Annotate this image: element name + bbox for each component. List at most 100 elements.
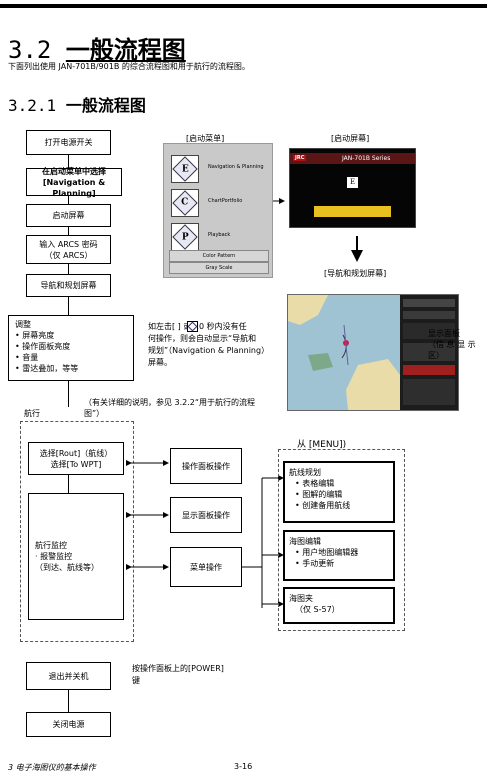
route-plan-item: • 表格编辑 xyxy=(295,479,335,488)
power-on-label: 打开电源开关 xyxy=(44,138,93,147)
arcs-line2: （仅 ARCS） xyxy=(44,250,93,260)
section-number: 3.2 xyxy=(8,36,52,64)
adjust-item: • 操作面板亮度 xyxy=(15,342,71,351)
monitor-line2: · 报警监控 xyxy=(35,552,73,561)
splash-warning-strip xyxy=(314,206,391,217)
start-menu-letter: P xyxy=(181,232,189,242)
connector xyxy=(68,155,69,168)
connector xyxy=(68,297,69,315)
footer-chapter: 3 电子海图仪的基本操作 xyxy=(8,763,96,772)
top-rule xyxy=(0,4,487,8)
start-menu-label: Navigation & Planning xyxy=(208,164,264,170)
exit-shutdown-box: 退出并关机 xyxy=(26,662,111,690)
adjust-item: • 音量 xyxy=(15,353,39,362)
start-menu-item-nav: E Navigation & Planning xyxy=(168,152,268,184)
chart-edit-item: • 用户地图编辑器 xyxy=(295,548,359,557)
chart-edit-box: 海图编辑 • 用户地图编辑器 • 手动更新 xyxy=(283,530,395,581)
chart-folder-title: 海图夹 xyxy=(289,594,313,603)
connector xyxy=(68,264,69,274)
display-panel-box: 显示面板操作 xyxy=(170,497,242,533)
op-panel-label: 操作面板操作 xyxy=(182,461,230,471)
route-plan-item: • 创建备用航线 xyxy=(295,501,351,510)
adjust-item: • 雷达叠加，等等 xyxy=(15,364,79,373)
section-title: 一般流程图 xyxy=(65,36,186,64)
display-panel-label-line2: （信 息 显 示 xyxy=(428,340,476,349)
splash-e-icon: E xyxy=(347,177,358,188)
menu-from-label: 从 [MENU]) xyxy=(297,440,347,450)
note-line4: 屏幕。 xyxy=(148,358,172,367)
power-off-box: 关闭电源 xyxy=(26,712,111,737)
nav-screen-box: 导航和规划屏幕 xyxy=(26,274,111,297)
connector xyxy=(68,475,69,493)
start-menu-item-playback: P Playback xyxy=(168,220,268,252)
detail-note-line2: 图”） xyxy=(84,409,105,418)
power-off-label: 关闭电源 xyxy=(52,720,85,729)
p-icon: P xyxy=(171,223,199,251)
jrc-logo: JRC xyxy=(293,155,307,161)
e-icon xyxy=(187,321,198,332)
intro-text: 下面列出使用 JAN-701B/901B 的综合流程图和用于航行的流程图。 xyxy=(8,62,250,71)
connector xyxy=(68,381,69,407)
subsection-number: 3.2.1 xyxy=(8,96,57,115)
arcs-line1: 输入 ARCS 密码 xyxy=(39,239,98,249)
monitor-box: 航行监控 · 报警监控 （到达、航线等） xyxy=(28,493,124,620)
power-note-line2: 键 xyxy=(132,676,140,685)
nav-chart-map xyxy=(288,295,458,410)
splash-label: 启动屏幕 xyxy=(52,211,85,220)
select-nav-line1: 在启动菜单中选择 xyxy=(42,166,106,176)
splash-banner xyxy=(290,153,415,164)
navigation-group xyxy=(20,421,134,642)
select-nav-line2: [Navigation & Planning] xyxy=(42,177,106,198)
display-panel-label-line1: 显示面板 xyxy=(428,329,460,338)
detail-note-line1: （有关详细的说明，参见 3.2.2“用于航行的流程 xyxy=(84,398,256,407)
subsection-title: 一般流程图 xyxy=(65,96,146,115)
note-line2: 何操作，则会自动显示“导航和 xyxy=(148,334,257,343)
display-panel-label-line3: 区） xyxy=(428,351,444,360)
exit-shutdown-label: 退出并关机 xyxy=(48,671,89,681)
start-menu-letter: C xyxy=(181,197,189,208)
monitor-title: 航行监控 xyxy=(35,541,67,550)
start-menu-screenshot: E Navigation & Planning C ChartPortfolio… xyxy=(163,143,273,278)
color-pattern-bar: Color Pattern xyxy=(169,250,269,262)
menu-op-label: 菜单操作 xyxy=(190,562,222,572)
gray-scale-bar: Gray Scale xyxy=(169,262,269,274)
adjust-item: • 屏幕亮度 xyxy=(15,331,55,340)
splash-box: 启动屏幕 xyxy=(26,204,111,227)
footer-page: 3-16 xyxy=(234,762,253,771)
splash-caption: [启动屏幕] xyxy=(331,134,370,143)
splash-title: JAN-701B Series xyxy=(342,155,391,162)
nav-screenshot xyxy=(287,294,459,411)
start-menu-caption: [启动菜单] xyxy=(186,134,225,143)
start-menu-letter: E xyxy=(181,164,189,174)
navigation-label: 航行 xyxy=(24,409,40,418)
auto-display-note: 如左击[ ] 或 10 秒内没有任 何操作，则会自动显示“导航和 规划”（Nav… xyxy=(148,321,286,369)
route-plan-box: 航线规划 • 表格编辑 • 图解的编辑 • 创建备用航线 xyxy=(283,461,395,523)
e-icon: E xyxy=(171,155,199,183)
chart-folder-box: 海图夹 （仅 S-57） xyxy=(283,587,395,624)
adjust-box: 调整 • 屏幕亮度 • 操作面板亮度 • 音量 • 雷达叠加，等等 xyxy=(8,315,134,381)
select-nav-box: 在启动菜单中选择 [Navigation & Planning] xyxy=(26,166,122,198)
start-menu-item-chart: C ChartPortfolio xyxy=(168,186,268,218)
note-line3: 规划”（Navigation & Planning） xyxy=(148,346,270,355)
connector xyxy=(68,690,69,712)
section-heading: 3.2 一般流程图 xyxy=(8,30,186,65)
route-plan-item: • 图解的编辑 xyxy=(295,490,343,499)
route-plan-title: 航线规划 xyxy=(289,468,321,477)
display-panel-label: 显示面板操作 xyxy=(182,510,230,520)
route-line1: 选择[Rout]（航线） xyxy=(39,448,113,458)
route-select-box: 选择[Rout]（航线） 选择[To WPT] xyxy=(28,442,124,475)
connector xyxy=(68,227,69,235)
menu-group xyxy=(278,449,405,631)
chart-edit-title: 海图编辑 xyxy=(289,537,321,546)
route-line2: 选择[To WPT] xyxy=(50,459,102,469)
splash-screenshot: JRC JAN-701B Series E xyxy=(289,148,416,228)
nav-caption: [导航和规划屏幕] xyxy=(324,269,387,278)
c-icon: C xyxy=(171,189,199,217)
adjust-title: 调整 xyxy=(15,320,31,329)
monitor-line3: （到达、航线等） xyxy=(35,563,99,572)
power-note-line1: 按操作面板上的[POWER] xyxy=(132,664,224,673)
nav-screen-label: 导航和规划屏幕 xyxy=(40,281,97,290)
menu-op-box: 菜单操作 xyxy=(170,547,242,587)
chart-folder-line2: （仅 S-57） xyxy=(295,605,340,614)
